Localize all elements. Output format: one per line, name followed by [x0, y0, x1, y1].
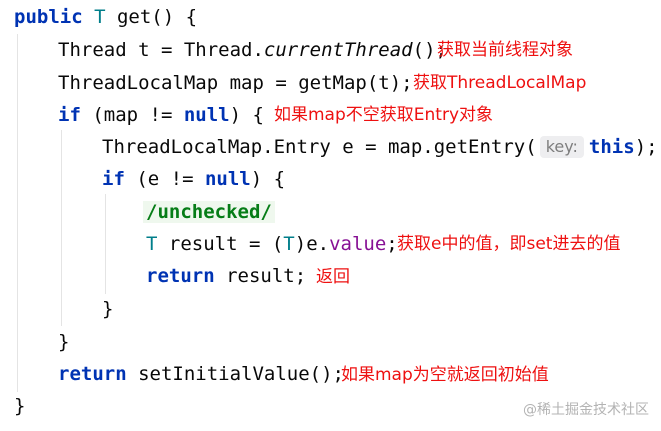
- code-token: ) {: [229, 104, 264, 126]
- code-token: Thread t = Thread.: [58, 39, 264, 61]
- parameter-hint: key:: [539, 136, 584, 158]
- code-token: return: [146, 265, 215, 287]
- code-token: value: [329, 233, 387, 255]
- code-token: if: [102, 168, 125, 190]
- code-token: setInitialValue();: [126, 363, 344, 385]
- code-token: ThreadLocalMap map = getMap(t);: [58, 72, 413, 94]
- annotation-return: 返回: [316, 267, 350, 287]
- code-token: public: [14, 6, 95, 28]
- code-token: T: [146, 233, 158, 255]
- code-line-suppress-comment[interactable]: /unchecked/: [143, 196, 275, 228]
- indent-guide-method: [17, 34, 18, 392]
- code-token: ThreadLocalMap.Entry e = map.getEntry(: [102, 136, 537, 158]
- code-token: return: [58, 363, 127, 385]
- code-token: /unchecked/: [143, 201, 275, 223]
- code-token: ;: [386, 233, 398, 255]
- watermark: @稀土掘金技术社区: [523, 402, 649, 418]
- code-line-if-map[interactable]: if (map != null) {: [58, 99, 264, 131]
- code-token: get() {: [105, 6, 198, 28]
- code-line-return-result[interactable]: return result;: [146, 260, 306, 292]
- code-token: this: [588, 136, 635, 158]
- code-line-method-signature[interactable]: public T get() {: [14, 1, 197, 33]
- annotation-thread-local-map: 获取ThreadLocalMap: [413, 73, 587, 93]
- indent-guide-if-e: [105, 194, 106, 294]
- code-token: result = (: [157, 233, 284, 255]
- code-token: }: [102, 298, 114, 320]
- code-token: null: [183, 104, 230, 126]
- code-line-get-map[interactable]: ThreadLocalMap map = getMap(t);: [58, 67, 413, 99]
- code-token: (e !=: [124, 168, 205, 190]
- annotation-current-thread: 获取当前线程对象: [437, 40, 573, 60]
- annotation-get-value: 获取e中的值，即set进去的值: [397, 234, 621, 254]
- code-token: ) {: [250, 168, 286, 190]
- code-token: T: [94, 6, 106, 28]
- code-token: )e.: [294, 233, 330, 255]
- code-token: (map !=: [80, 104, 184, 126]
- code-token: );: [634, 136, 658, 158]
- code-token: ();: [412, 39, 447, 61]
- code-token: }: [14, 395, 26, 417]
- code-token: currentThread: [263, 39, 413, 61]
- annotation-map-empty: 如果map为空就返回初始值: [341, 365, 549, 385]
- code-line-if-entry[interactable]: if (e != null) {: [102, 163, 285, 195]
- code-line-return-initial[interactable]: return setInitialValue();: [58, 358, 344, 390]
- code-token: T: [283, 233, 295, 255]
- code-line-close-if-entry[interactable]: }: [102, 293, 113, 325]
- code-line-current-thread[interactable]: Thread t = Thread.currentThread();: [58, 34, 447, 66]
- annotation-map-not-empty: 如果map不空获取Entry对象: [274, 105, 493, 125]
- code-line-get-entry[interactable]: ThreadLocalMap.Entry e = map.getEntry(ke…: [102, 131, 658, 163]
- code-token: }: [58, 331, 70, 353]
- indent-guide-if-map: [61, 130, 62, 326]
- code-line-result-assign[interactable]: T result = (T)e.value;: [146, 228, 398, 260]
- code-token: result;: [214, 265, 307, 287]
- code-token: if: [58, 104, 81, 126]
- code-line-close-if-map[interactable]: }: [58, 326, 69, 358]
- code-line-close-method[interactable]: }: [14, 390, 25, 422]
- code-token: null: [204, 168, 251, 190]
